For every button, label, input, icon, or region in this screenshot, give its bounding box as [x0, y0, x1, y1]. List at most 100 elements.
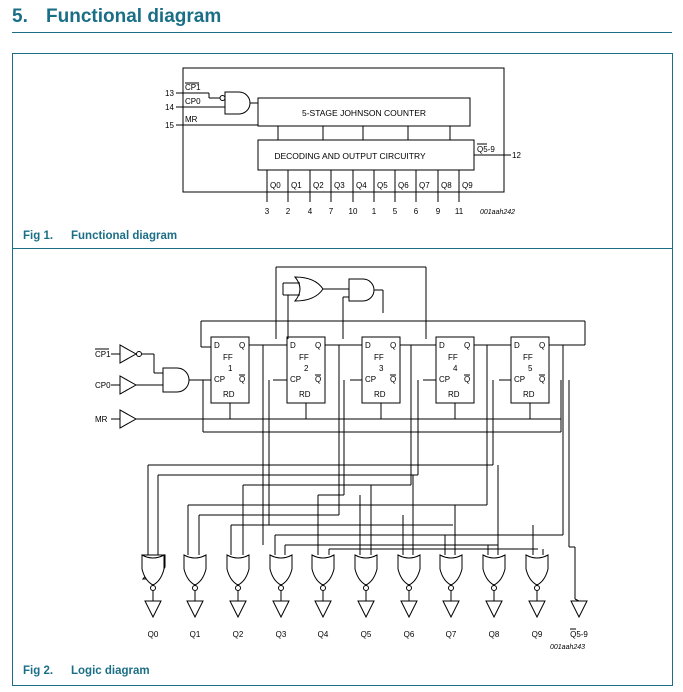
svg-text:FF: FF [523, 353, 533, 362]
figure-1-frame: 13 14 15 CP1 CP0 MR 5-STAGE JOHNSON COUN… [12, 53, 673, 251]
title-rule [12, 32, 672, 33]
figure-code-2: 001aah243 [550, 644, 585, 651]
svg-text:Q: Q [464, 341, 470, 350]
buffer-cp1 [119, 344, 138, 364]
svg-text:RD: RD [448, 390, 460, 399]
out-q8: Q8 [489, 630, 500, 639]
figure-2-label: Fig 2. [23, 665, 54, 677]
svg-text:Q: Q [539, 341, 545, 350]
pin-15: 15 [165, 121, 174, 130]
output-buffer-7 [442, 600, 460, 619]
svg-text:D: D [214, 341, 220, 350]
and-gate-clock [162, 367, 190, 393]
nor-gate-4 [311, 554, 335, 586]
svg-text:3: 3 [379, 364, 384, 373]
and-gate [224, 91, 251, 115]
out-q5: Q5 [361, 630, 372, 639]
out-q3: Q3 [276, 630, 287, 639]
out-label-q1: Q1 [291, 181, 302, 190]
pin-14: 14 [165, 103, 174, 112]
input-cp1-label: CP1 [95, 350, 111, 359]
output-buffer-3 [272, 600, 290, 619]
nor-gate-5 [354, 554, 378, 586]
out-q6: Q6 [404, 630, 415, 639]
counter-label: 5-STAGE JOHNSON COUNTER [302, 108, 426, 118]
svg-text:CP: CP [439, 375, 450, 384]
svg-text:4: 4 [453, 364, 458, 373]
carry-pin: 12 [512, 151, 521, 160]
output-buffer-9 [528, 600, 546, 619]
out-q2: Q2 [233, 630, 244, 639]
svg-text:FF: FF [448, 353, 458, 362]
svg-text:CP: CP [214, 375, 225, 384]
nor-gate-3 [269, 554, 293, 586]
johnson-counter-block [257, 97, 471, 127]
svg-text:Q: Q [315, 375, 321, 384]
carry-label: Q5-9 [477, 145, 495, 154]
output-buffer-4 [314, 600, 332, 619]
nor-gate-0 [141, 554, 165, 586]
out-pin-7: 6 [414, 207, 419, 216]
figure-2-caption: Fig 2.Logic diagram [23, 665, 150, 677]
out-q4: Q4 [318, 630, 329, 639]
section-number: 5. [12, 6, 28, 27]
ic-outline [182, 67, 505, 193]
out-pin-1: 2 [286, 207, 291, 216]
output-buffer-5 [357, 600, 375, 619]
out-q1: Q1 [190, 630, 201, 639]
input-cp0-label: CP0 [95, 381, 111, 390]
svg-text:RD: RD [299, 390, 311, 399]
signal-cp0: CP0 [185, 97, 201, 106]
svg-text:Q: Q [464, 375, 470, 384]
out-label-q6: Q6 [398, 181, 409, 190]
svg-text:D: D [365, 341, 371, 350]
svg-text:RD: RD [374, 390, 386, 399]
out-q7: Q7 [446, 630, 457, 639]
svg-text:RD: RD [223, 390, 235, 399]
svg-text:FF: FF [374, 353, 384, 362]
out-label-q5: Q5 [377, 181, 388, 190]
out-label-q3: Q3 [334, 181, 345, 190]
section-title-text: Functional diagram [46, 6, 222, 27]
out-q0: Q0 [148, 630, 159, 639]
svg-text:CP: CP [514, 375, 525, 384]
out-pin-4: 10 [349, 207, 358, 216]
svg-text:CP: CP [290, 375, 301, 384]
output-lines [266, 170, 460, 202]
nor-gate-1 [183, 554, 207, 586]
figure-1-title: Functional diagram [71, 230, 178, 242]
carry-buffer [570, 600, 588, 619]
nor-gate-6 [397, 554, 421, 586]
and-gate-feedback [348, 278, 375, 302]
routing [147, 345, 576, 599]
output-buffer-0 [144, 600, 162, 619]
out-pin-0: 3 [265, 207, 270, 216]
svg-text:2: 2 [304, 364, 309, 373]
out-q9: Q9 [532, 630, 543, 639]
or-gate [293, 276, 324, 302]
svg-text:CP: CP [365, 375, 376, 384]
out-carry: Q5-9 [570, 630, 588, 639]
svg-text:FF: FF [223, 353, 233, 362]
svg-text:D: D [439, 341, 445, 350]
output-buffer-6 [400, 600, 418, 619]
out-pin-2: 4 [308, 207, 313, 216]
figure-code-1: 001aah242 [480, 209, 515, 216]
nor-gate-9 [525, 554, 549, 586]
svg-text:Q: Q [239, 375, 245, 384]
buffer-cp0 [119, 375, 138, 395]
output-buffer-1 [186, 600, 204, 619]
buffer-mr [119, 409, 138, 429]
signal-mr: MR [185, 115, 198, 124]
svg-text:Q: Q [539, 375, 545, 384]
out-label-q4: Q4 [356, 181, 367, 190]
svg-text:Q: Q [390, 341, 396, 350]
out-pin-8: 9 [436, 207, 441, 216]
out-pin-3: 7 [329, 207, 334, 216]
decoder-label: DECODING AND OUTPUT CIRCUITRY [274, 151, 426, 161]
section-heading: 5. Functional diagram [12, 6, 221, 28]
out-label-q0: Q0 [270, 181, 281, 190]
out-pin-9: 11 [455, 207, 464, 216]
